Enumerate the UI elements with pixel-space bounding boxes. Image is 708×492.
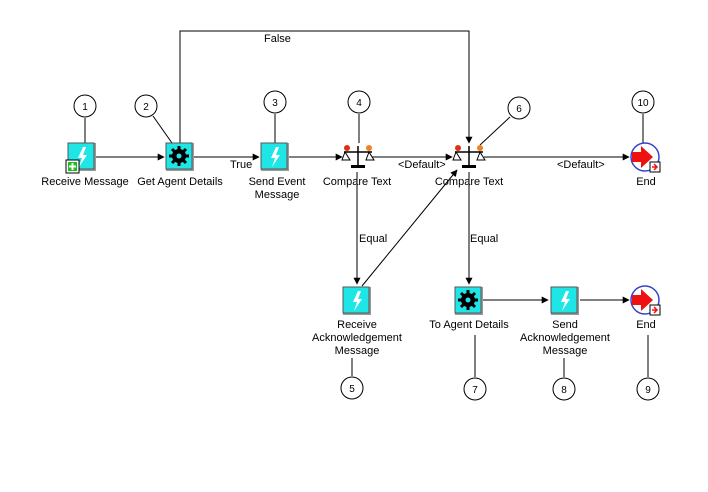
- node-label: End: [636, 176, 656, 188]
- edge-label-false: False: [264, 33, 291, 45]
- callouts: 1 2 3 4 6 10 5 7 8 9: [73, 90, 660, 401]
- callout-9: 9: [645, 385, 651, 396]
- node-label-line: Send: [552, 319, 578, 331]
- node-label-line: Message: [255, 189, 300, 201]
- node-end-1[interactable]: End: [630, 142, 661, 188]
- gear-icon: [454, 286, 483, 315]
- callout-6: 6: [516, 104, 522, 115]
- node-label: End: [636, 319, 656, 331]
- node-label: Get Agent Details: [137, 176, 223, 188]
- callout-circle: [636, 377, 660, 401]
- callout-circle: [347, 90, 371, 114]
- node-label-line: Acknowledgement: [312, 332, 402, 344]
- end-icon: [630, 142, 661, 173]
- edge-label-equal-2: Equal: [470, 233, 498, 245]
- node-receive-ack-message[interactable]: Receive Acknowledgement Message: [312, 286, 402, 357]
- callout-3: 3: [272, 98, 278, 109]
- end-icon: [630, 285, 661, 316]
- callout-circle: [340, 376, 364, 400]
- callout-circle: [552, 377, 576, 401]
- callout-1: 1: [82, 102, 88, 113]
- node-label: To Agent Details: [429, 319, 509, 331]
- node-label: Receive Message: [41, 176, 128, 188]
- edge-label-default-1: <Default>: [398, 159, 446, 171]
- callout-circle: [263, 90, 287, 114]
- edge-label-true: True: [230, 159, 252, 171]
- edge-label-default-2: <Default>: [557, 159, 605, 171]
- balance-scale-icon: [452, 145, 486, 168]
- node-get-agent-details[interactable]: Get Agent Details: [137, 142, 223, 188]
- event-icon: [342, 286, 371, 315]
- callout-8: 8: [561, 385, 567, 396]
- callout-7: 7: [472, 385, 478, 396]
- callout-circle: [463, 377, 487, 401]
- node-label: Compare Text: [323, 176, 391, 188]
- node-compare-text-2[interactable]: Compare Text: [435, 145, 503, 188]
- node-to-agent-details[interactable]: To Agent Details: [429, 286, 509, 331]
- callout-circle: [134, 94, 158, 118]
- node-compare-text-1[interactable]: Compare Text: [323, 145, 391, 188]
- edge-label-equal-1: Equal: [359, 233, 387, 245]
- gear-icon: [165, 142, 194, 171]
- callout-2: 2: [143, 102, 149, 113]
- event-icon: [260, 142, 289, 171]
- node-label-line: Send Event: [249, 176, 306, 188]
- callout-10: 10: [637, 98, 649, 109]
- callout-leader: [479, 116, 511, 146]
- edge-receive-ack-to-compare-2: [361, 169, 458, 287]
- callout-5: 5: [349, 384, 355, 395]
- callout-circle: [631, 90, 655, 114]
- event-icon: [550, 286, 579, 315]
- balance-scale-icon: [341, 145, 375, 168]
- node-label-line: Message: [335, 345, 380, 357]
- edges: True False <Default> Equal <Default> Equ…: [96, 30, 630, 304]
- node-label-line: Message: [543, 345, 588, 357]
- callout-circle: [73, 94, 97, 118]
- node-label-line: Receive: [337, 319, 377, 331]
- callout-circle: [507, 96, 531, 120]
- node-label-line: Acknowledgement: [520, 332, 610, 344]
- node-receive-message[interactable]: Receive Message: [41, 142, 129, 188]
- callout-leader: [152, 115, 173, 144]
- node-send-event-message[interactable]: Send Event Message: [249, 142, 306, 201]
- node-send-ack-message[interactable]: Send Acknowledgement Message: [520, 286, 610, 357]
- edge-get-agent-to-compare-2: [179, 30, 473, 144]
- start-badge-icon: [65, 159, 80, 174]
- node-end-2[interactable]: End: [630, 285, 661, 331]
- node-label: Compare Text: [435, 176, 503, 188]
- callout-4: 4: [356, 98, 362, 109]
